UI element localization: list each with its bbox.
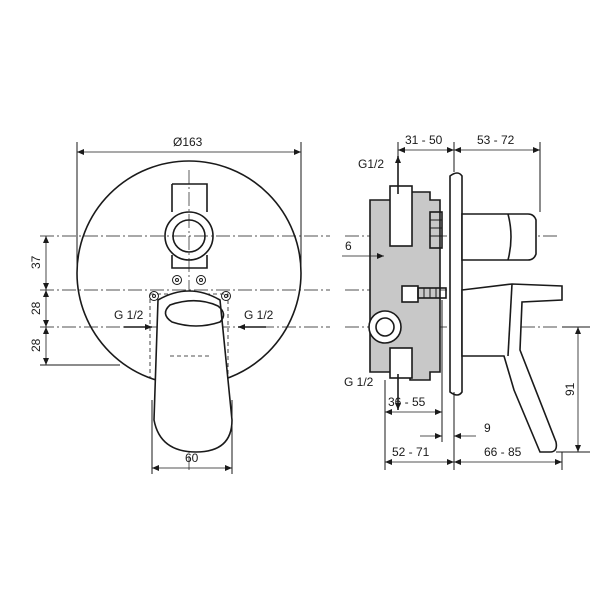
dim-31-50-label: 31 - 50 [405,133,443,147]
lever-handle [153,290,233,453]
dim-6-label: 6 [345,239,352,253]
screw-lug-left [149,291,159,301]
lever-side [461,283,563,453]
screw-lug-right [221,291,231,301]
outlet-top-label: G1/2 [358,157,384,171]
rosette-side [449,172,463,396]
dim-9-label: 9 [484,421,491,435]
diverter-knob [461,213,537,261]
front-view: G 1/2 G 1/2 Ø163 37 28 28 60 [29,135,330,474]
outlet-ring [164,211,214,261]
side-inlet-bore [375,317,395,337]
body-mid-block [401,285,419,303]
screw-lug-top-right [196,275,206,285]
side-view: G1/2 G 1/2 31 - 50 53 - 72 6 36 - 55 9 5… [342,133,590,470]
outlet-ring-bottom [171,255,208,269]
body-upper-slot [389,185,413,247]
outlet-bore [172,219,206,253]
outlet-bottom-label: G 1/2 [344,375,374,389]
inlet-label-right: G 1/2 [244,308,274,322]
cartridge-spindle [417,287,447,299]
dim-37-label: 37 [29,255,43,269]
lever-inner-recess [164,299,225,327]
dim-66-85-label: 66 - 85 [484,445,522,459]
body-lower-slot [389,347,413,379]
diameter-label: Ø163 [173,135,203,149]
outlet-tower [171,183,208,212]
diverter-knob-grip [507,213,512,261]
dim-52-71-label: 52 - 71 [392,445,430,459]
dim-28-lower-label: 28 [29,338,43,352]
dim-53-72-label: 53 - 72 [477,133,515,147]
inlet-label-left: G 1/2 [114,308,144,322]
width-label: 60 [185,451,199,465]
cartridge-upper-nut [429,211,443,249]
dim-28-upper-label: 28 [29,301,43,315]
dim-91-label: 91 [563,382,577,396]
lever-side-edge [507,283,513,357]
dim-36-55-label: 36 - 55 [388,395,426,409]
screw-lug-top-left [172,275,182,285]
side-inlet-ring [368,310,402,344]
